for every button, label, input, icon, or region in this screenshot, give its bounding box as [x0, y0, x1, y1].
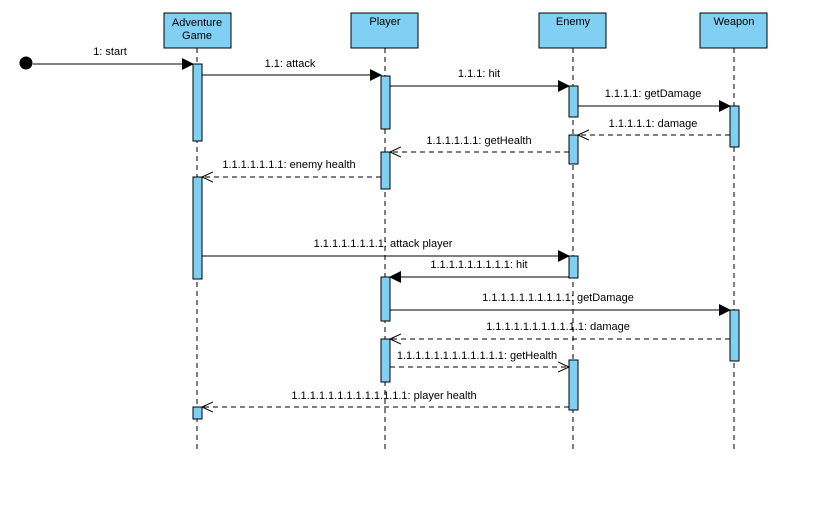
message-label: 1.1.1: hit: [458, 68, 500, 80]
participant-label-line1: Adventure: [172, 17, 222, 29]
message-getdamage-2: 1.1.1.1.1.1.1.1.1.1: getDamage: [390, 292, 731, 316]
message-label: 1: start: [93, 46, 127, 58]
message-label: 1.1.1.1.1.1: getHealth: [426, 135, 531, 147]
message-getdamage: 1.1.1.1: getDamage: [578, 88, 731, 112]
participant-weapon[interactable]: Weapon: [699, 12, 768, 49]
participant-adventure[interactable]: Adventure Game: [163, 12, 232, 49]
message-label: 1.1.1.1.1.1.1.1: attack player: [314, 238, 453, 250]
message-gethealth: 1.1.1.1.1.1: getHealth: [390, 135, 569, 152]
activation-bar: [568, 134, 579, 165]
activation-bar: [380, 338, 391, 383]
activation-bar: [729, 105, 740, 148]
message-gethealth-2: 1.1.1.1.1.1.1.1.1.1.1.1: getHealth: [390, 350, 569, 367]
message-attack: 1.1: attack: [202, 58, 382, 81]
activation-bar: [380, 151, 391, 190]
message-label: 1.1.1.1.1.1.1: enemy health: [222, 159, 355, 171]
participant-label: Enemy: [556, 16, 591, 28]
activation-bar: [380, 276, 391, 322]
activation-bar: [568, 255, 579, 279]
message-start: 1: start: [33, 46, 194, 70]
participant-label: Weapon: [714, 16, 755, 28]
message-label: 1.1.1.1.1.1.1.1.1.1.1.1: getHealth: [397, 350, 557, 362]
message-label: 1.1: attack: [265, 58, 316, 70]
participant-enemy[interactable]: Enemy: [538, 12, 607, 49]
activation-bar: [192, 406, 203, 420]
message-damage-2: 1.1.1.1.1.1.1.1.1.1.1: damage: [390, 321, 730, 339]
participant-box: [163, 12, 232, 49]
participant-player[interactable]: Player: [350, 12, 419, 49]
message-label: 1.1.1.1.1: damage: [609, 118, 698, 130]
message-label: 1.1.1.1.1.1.1.1.1.1: getDamage: [482, 292, 634, 304]
activation-bar: [729, 309, 740, 362]
message-enemy-health: 1.1.1.1.1.1.1: enemy health: [202, 159, 381, 177]
participant-label: Player: [369, 16, 401, 28]
message-damage: 1.1.1.1.1: damage: [578, 118, 730, 135]
messages: 1: start 1.1: attack 1.1.1: hit 1.1.1.1:…: [33, 46, 731, 407]
activation-bar: [192, 176, 203, 280]
activation-bar: [568, 359, 579, 411]
message-label: 1.1.1.1: getDamage: [605, 88, 702, 100]
activation-bars: [192, 63, 740, 420]
activation-bar: [192, 63, 203, 142]
participant-label-line2: Game: [182, 30, 212, 42]
message-hit-2: 1.1.1.1.1.1.1.1.1: hit: [389, 259, 569, 283]
initial-node: [19, 56, 33, 70]
activation-bar: [380, 75, 391, 130]
message-label: 1.1.1.1.1.1.1.1.1: hit: [430, 259, 527, 271]
participant-box: [350, 12, 419, 49]
participant-box: [699, 12, 768, 49]
message-label: 1.1.1.1.1.1.1.1.1.1.1.1.1: player health: [291, 390, 476, 402]
message-hit: 1.1.1: hit: [390, 68, 570, 92]
message-attack-player: 1.1.1.1.1.1.1.1: attack player: [202, 238, 570, 262]
message-player-health: 1.1.1.1.1.1.1.1.1.1.1.1.1: player health: [202, 390, 569, 407]
participant-box: [538, 12, 607, 49]
message-label: 1.1.1.1.1.1.1.1.1.1.1: damage: [486, 321, 630, 333]
activation-bar: [568, 85, 579, 118]
